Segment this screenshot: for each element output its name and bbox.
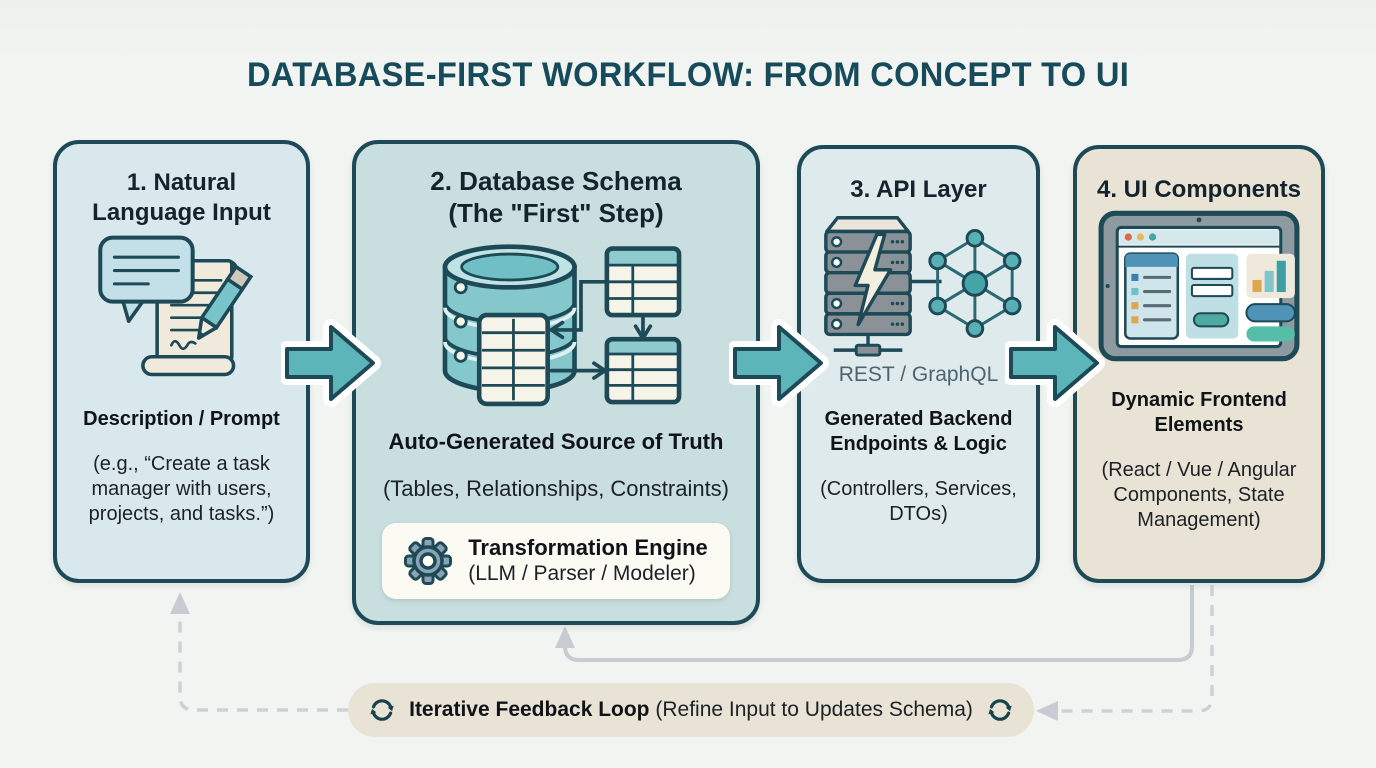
transformation-engine-pill: Transformation Engine (LLM / Parser / Mo… bbox=[382, 522, 730, 599]
engine-subtitle: (LLM / Parser / Modeler) bbox=[468, 562, 696, 586]
step1-caption-title: Description / Prompt bbox=[83, 408, 280, 430]
database-erd-icon bbox=[442, 244, 682, 407]
step2-caption-title: Auto-Generated Source of Truth bbox=[388, 428, 724, 454]
step3-icon-group: REST / GraphQL bbox=[806, 205, 1032, 387]
step-box-ui-components: 4. UI Components bbox=[1073, 145, 1325, 583]
engine-title: Transformation Engine bbox=[468, 534, 708, 560]
step3-title: 3. API Layer bbox=[850, 176, 987, 203]
engine-text: Transformation Engine (LLM / Parser / Mo… bbox=[468, 535, 708, 587]
refresh-cycle-icon bbox=[370, 699, 394, 721]
step3-caption-title: Generated Backend Endpoints & Logic bbox=[824, 407, 1013, 455]
step1-title: 1. Natural Language Input bbox=[92, 169, 271, 226]
step3-caption: Generated Backend Endpoints & Logic (Con… bbox=[820, 387, 1017, 547]
step-box-database-schema: 2. Database Schema (The "First" Step) bbox=[352, 140, 760, 625]
step2-caption-body: (Tables, Relationships, Constraints) bbox=[382, 476, 730, 502]
step4-caption-title: Dynamic Frontend Elements bbox=[1111, 388, 1287, 436]
flow-arrow-2-icon bbox=[729, 319, 829, 407]
iterative-feedback-loop-pill: Iterative Feedback Loop (Refine Input to… bbox=[348, 683, 1034, 737]
api-protocols-label: REST / GraphQL bbox=[838, 362, 999, 386]
step1-caption-body: (e.g., “Create a task manager with users… bbox=[88, 453, 275, 525]
feedback-label: Iterative Feedback Loop (Refine Input to… bbox=[409, 698, 973, 722]
step1-caption: Description / Prompt (e.g., “Create a ta… bbox=[83, 387, 280, 547]
step2-title: 2. Database Schema (The "First" Step) bbox=[430, 166, 682, 228]
step-box-api-layer: 3. API Layer bbox=[797, 145, 1040, 583]
chat-scroll-pencil-icon bbox=[97, 235, 253, 377]
step4-caption-body: (React / Vue / Angular Components, State… bbox=[1101, 458, 1297, 531]
server-network-icon bbox=[823, 215, 1021, 357]
gear-icon bbox=[404, 536, 453, 585]
step4-caption: Dynamic Frontend Elements (React / Vue /… bbox=[1102, 368, 1297, 553]
page-title: DATABASE-FIRST WORKFLOW: FROM CONCEPT TO… bbox=[246, 56, 1130, 94]
refresh-cycle-icon bbox=[988, 699, 1012, 721]
step2-caption: Auto-Generated Source of Truth (Tables, … bbox=[383, 408, 729, 523]
feedback-label-bold: Iterative Feedback Loop bbox=[409, 698, 650, 721]
step3-caption-body: (Controllers, Services, DTOs) bbox=[820, 477, 1017, 525]
step-box-natural-language: 1. Natural Language Input bbox=[53, 140, 310, 583]
step4-title: 4. UI Components bbox=[1096, 176, 1301, 203]
ui-mockup-icon bbox=[1098, 211, 1300, 362]
flow-arrow-1-icon bbox=[281, 319, 381, 407]
feedback-label-regular: (Refine Input to Updates Schema) bbox=[655, 698, 973, 721]
flow-arrow-3-icon bbox=[1005, 319, 1105, 407]
